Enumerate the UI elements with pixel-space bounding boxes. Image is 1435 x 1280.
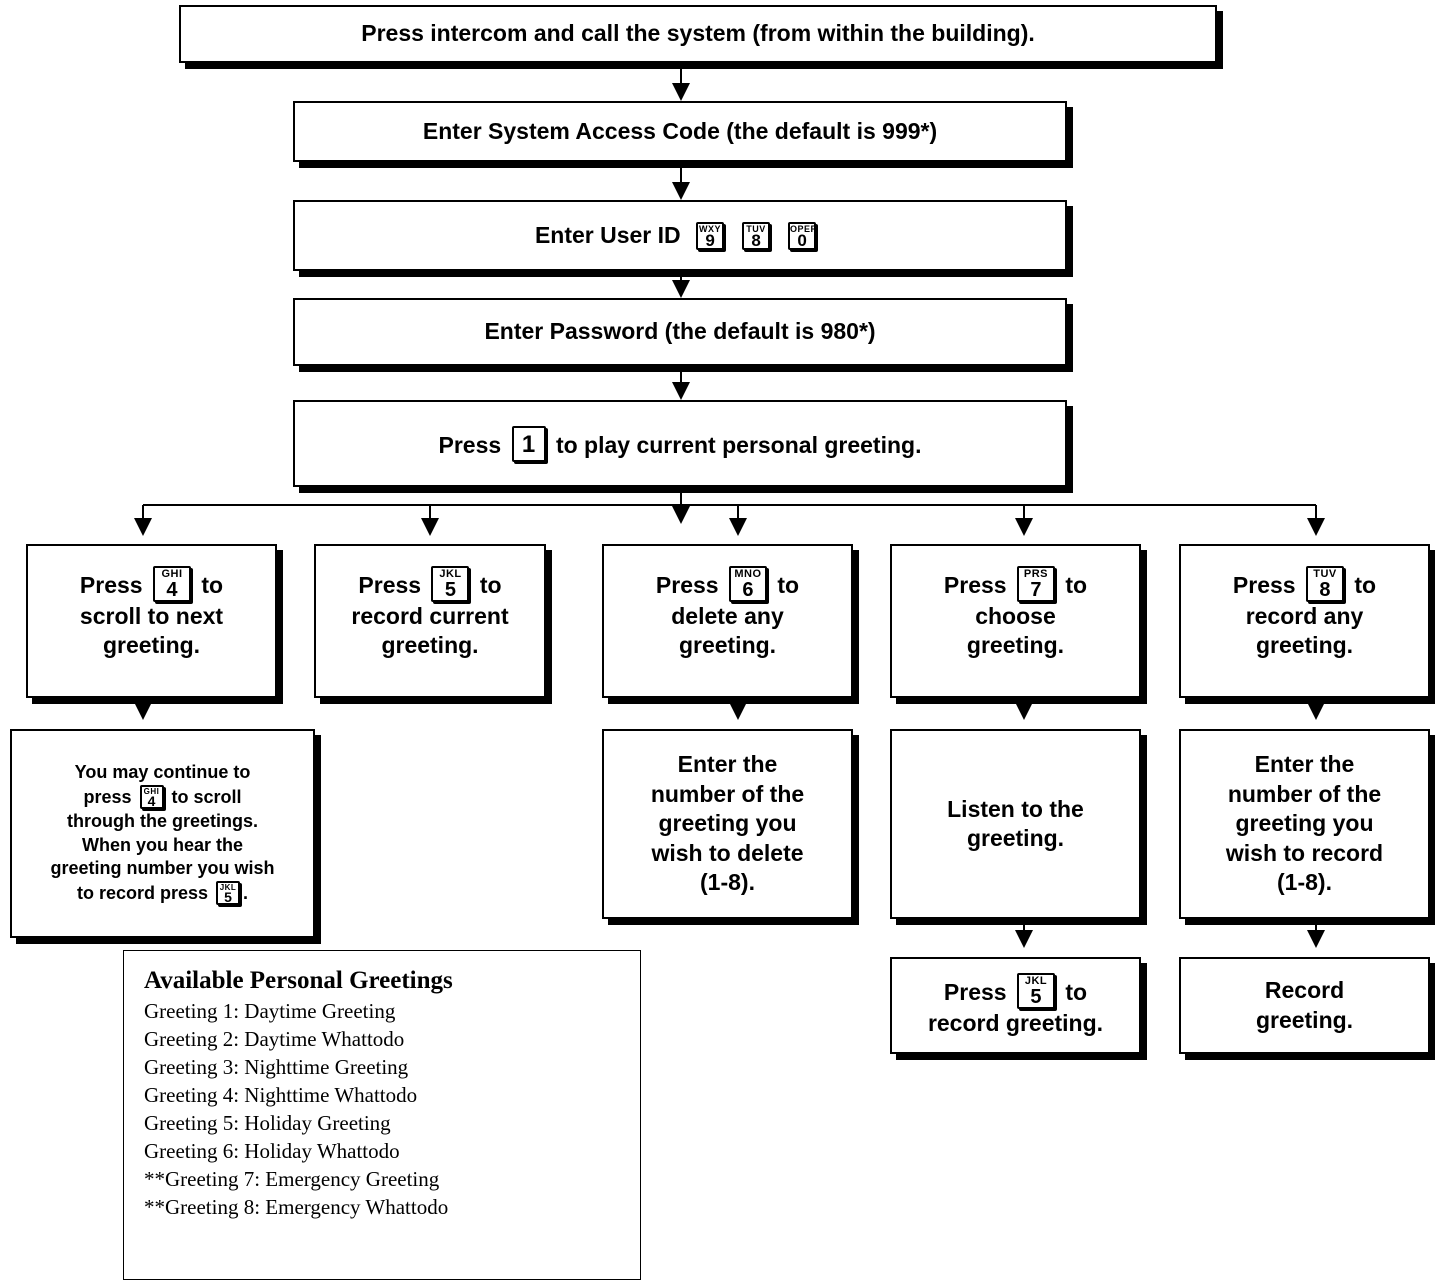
legend-item: Greeting 1: Daytime Greeting [144, 999, 396, 1023]
branch-record-current-pre: Press [358, 572, 422, 598]
step-play-greeting: Press 1 to play current personal greetin… [293, 400, 1067, 487]
branch-record-any-post: to [1354, 572, 1377, 598]
substep-continue-line5: greeting number you wish [50, 858, 275, 879]
substep-continue-line3: through the greetings. [67, 810, 258, 831]
step-access-code-text: Enter System Access Code (the default is… [422, 117, 938, 144]
branch-delete-rest: delete any greeting. [671, 603, 784, 659]
legend-item: Greeting 2: Daytime Whattodo [144, 1027, 405, 1051]
branch-scroll-post: to [201, 572, 224, 598]
legend-item: Greeting 3: Nighttime Greeting [144, 1055, 409, 1079]
substep-record-greeting: Record greeting. [1179, 957, 1430, 1054]
step-access-code: Enter System Access Code (the default is… [293, 101, 1067, 162]
greetings-legend: Available Personal Greetings Greeting 1:… [123, 950, 641, 1280]
branch-record-any-pre: Press [1232, 572, 1296, 598]
substep-continue-line4: When you hear the [81, 834, 243, 855]
substep-continue-line2-post: to scroll [171, 786, 242, 807]
step-user-id-text: Enter User ID [534, 221, 681, 248]
substep-record-greeting-text: Record greeting. [1255, 977, 1354, 1033]
legend-item: Greeting 4: Nighttime Whattodo [144, 1083, 418, 1107]
key-1-icon: 1 [511, 425, 546, 462]
substep-continue-line1: You may continue to [74, 761, 251, 782]
substep-press-record-rest: record greeting. [927, 1009, 1104, 1036]
legend-title: Available Personal Greetings [144, 967, 453, 994]
step-call-system-text: Press intercom and call the system (from… [361, 20, 1035, 47]
step-password: Enter Password (the default is 980*) [293, 298, 1067, 366]
substep-listen-text: Listen to the greeting. [947, 795, 1084, 851]
branch-delete-post: to [777, 572, 800, 598]
step-play-pre: Press [438, 431, 502, 458]
branch-scroll-rest: scroll to next greeting. [79, 603, 224, 659]
legend-item: Greeting 6: Holiday Whattodo [144, 1139, 400, 1163]
branch-choose-rest: choose greeting. [966, 603, 1065, 659]
branch-record-current-post: to [479, 572, 502, 598]
substep-delete-number: Enter the number of the greeting you wis… [602, 729, 853, 919]
branch-choose-pre: Press [943, 572, 1007, 598]
step-password-text: Enter Password (the default is 980*) [484, 318, 876, 345]
substep-continue-line6: to record press [76, 883, 208, 904]
branch-choose-post: to [1065, 572, 1088, 598]
substep-continue-period: . [243, 883, 249, 904]
substep-record-number: Enter the number of the greeting you wis… [1179, 729, 1430, 919]
branch-record-any-rest: record any greeting. [1245, 603, 1364, 659]
substep-listen: Listen to the greeting. [890, 729, 1141, 919]
substep-continue-line2-pre: press [83, 786, 132, 807]
branch-delete-pre: Press [655, 572, 719, 598]
legend-item: **Greeting 7: Emergency Greeting [144, 1167, 440, 1191]
substep-record-number-text: Enter the number of the greeting you wis… [1225, 751, 1384, 896]
substep-press-record-post: to [1065, 978, 1088, 1005]
substep-press-record-pre: Press [943, 978, 1007, 1005]
legend-item: Greeting 5: Holiday Greeting [144, 1111, 391, 1135]
branch-scroll-pre: Press [79, 572, 143, 598]
substep-delete-text: Enter the number of the greeting you wis… [650, 751, 805, 896]
branch-record-current-rest: record current greeting. [351, 603, 509, 659]
step-call-system: Press intercom and call the system (from… [179, 5, 1217, 63]
step-play-post: to play current personal greeting. [555, 431, 922, 458]
legend-item: **Greeting 8: Emergency Whattodo [144, 1195, 449, 1219]
